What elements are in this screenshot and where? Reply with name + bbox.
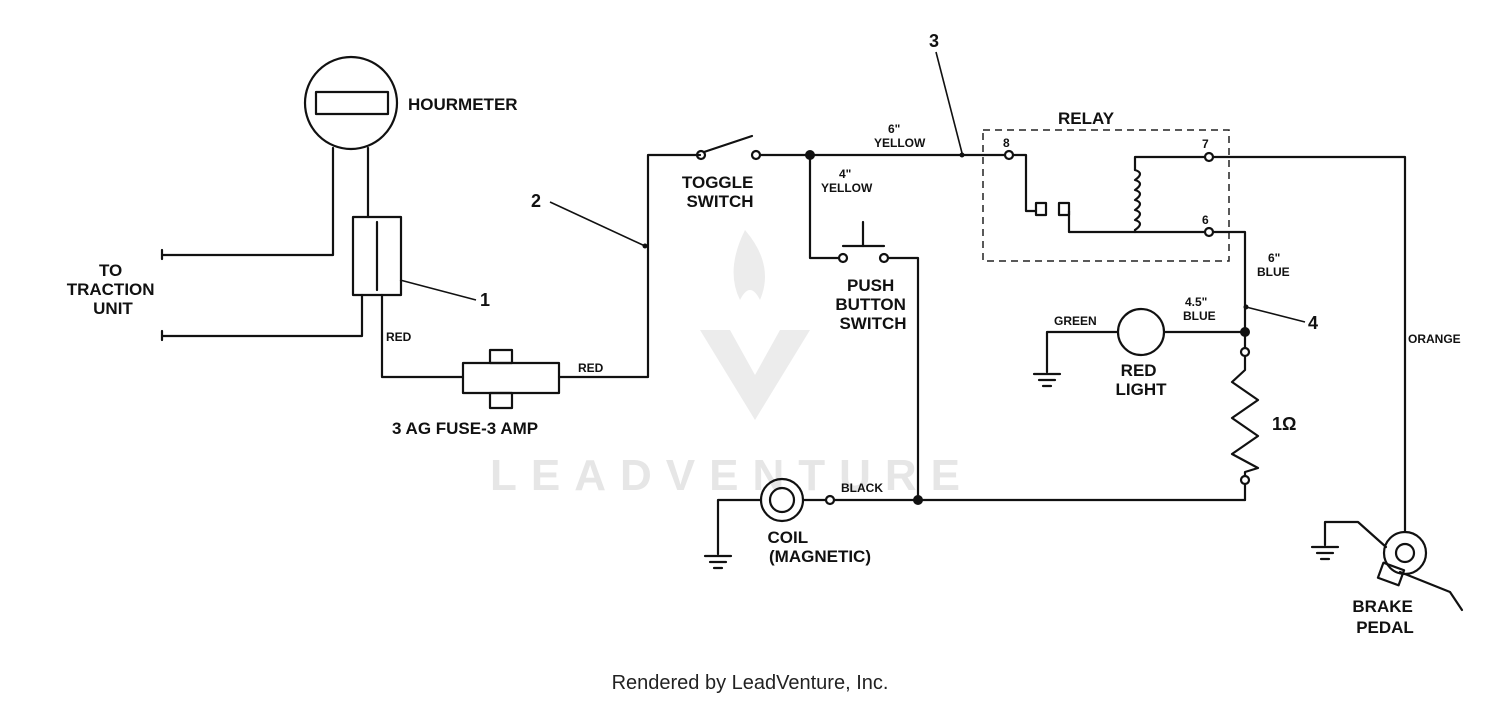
ground-red-light <box>1032 372 1062 388</box>
wire-red-toggle <box>557 153 702 379</box>
black-label: BLACK <box>841 481 883 495</box>
callout-1-leader <box>399 279 477 301</box>
footer-credit: Rendered by LeadVenture, Inc. <box>611 672 889 694</box>
wire-traction-1 <box>160 146 335 257</box>
brake-pedal-label: BRAKE PEDAL <box>1352 597 1417 637</box>
yellow-4-label: 4" YELLOW <box>821 167 873 195</box>
wire-red-label-1: RED <box>386 330 412 344</box>
fuse-label: 3 AG FUSE-3 AMP <box>392 419 538 438</box>
hourmeter-connector <box>351 215 403 297</box>
watermark: LEADVENTURE <box>490 230 974 500</box>
relay-terminal-7: 7 <box>1202 137 1209 151</box>
junction-red-light <box>1240 327 1250 337</box>
wire-red-hourmeter <box>380 293 465 379</box>
resistor <box>1230 335 1260 502</box>
callout-2-leader <box>549 201 646 247</box>
callout-3: 3 <box>929 31 939 51</box>
toggle-switch <box>695 134 762 161</box>
brake-pedal-switch <box>1310 520 1464 612</box>
red-light <box>1116 307 1166 357</box>
wire-red-label-2: RED <box>578 361 604 375</box>
callout-4: 4 <box>1308 313 1318 333</box>
resistor-label: 1Ω <box>1272 414 1296 434</box>
wire-orange <box>1211 155 1407 534</box>
relay <box>982 129 1230 262</box>
toggle-switch-label: TOGGLE SWITCH <box>682 173 758 211</box>
relay-terminal-6: 6 <box>1202 213 1209 227</box>
green-label: GREEN <box>1054 314 1097 328</box>
callout-4-leader <box>1245 306 1306 323</box>
blue-45-label: 4.5" BLUE <box>1183 295 1216 323</box>
blue-6-label: 6" BLUE <box>1257 251 1290 279</box>
junction-black <box>913 495 923 505</box>
orange-label: ORANGE <box>1408 332 1461 346</box>
yellow-6-label: 6" YELLOW <box>874 122 926 150</box>
relay-coil <box>1133 168 1142 232</box>
wire-traction-2 <box>160 293 364 338</box>
wire-yellow-4 <box>808 153 840 260</box>
push-button-switch-label: PUSH BUTTON SWITCH <box>835 276 910 333</box>
fuse <box>461 348 561 410</box>
hourmeter-label: HOURMETER <box>408 95 518 114</box>
to-traction-unit-label: TO TRACTION UNIT <box>67 261 160 318</box>
wire-green <box>1045 330 1120 374</box>
relay-terminal-8: 8 <box>1003 136 1010 150</box>
watermark-text: LEADVENTURE <box>490 451 974 500</box>
coil-magnetic <box>703 477 836 570</box>
coil-label: COIL (MAGNETIC) <box>767 528 871 566</box>
wire-blue-6 <box>1211 230 1247 334</box>
callout-2: 2 <box>531 191 541 211</box>
hourmeter <box>303 55 403 297</box>
relay-label: RELAY <box>1058 109 1115 128</box>
wire-push-to-black <box>886 256 920 502</box>
push-button-switch <box>837 220 890 264</box>
red-light-label: RED LIGHT <box>1116 361 1168 399</box>
callout-1: 1 <box>480 290 490 310</box>
callout-3-leader <box>935 51 963 154</box>
